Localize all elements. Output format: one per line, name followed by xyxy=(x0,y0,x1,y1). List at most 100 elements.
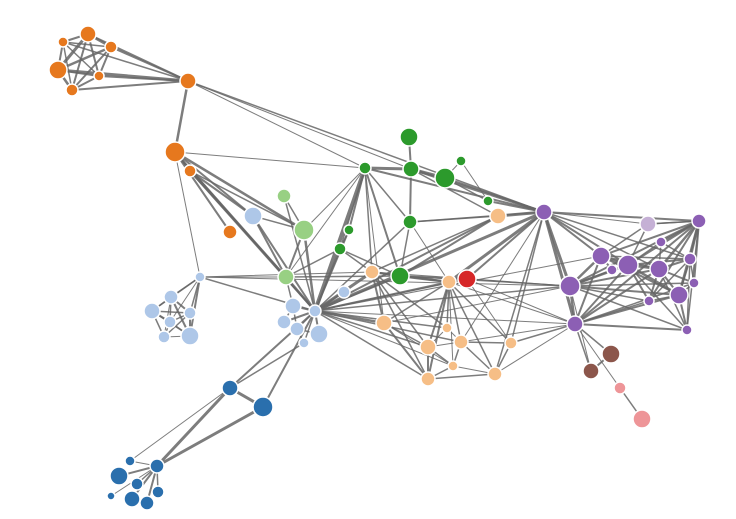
graph-node-purple[interactable] xyxy=(617,254,639,276)
graph-node-light-orange[interactable] xyxy=(364,264,380,280)
graph-edge xyxy=(371,271,429,380)
graph-node-light-green[interactable] xyxy=(293,219,315,241)
graph-node-dark-blue[interactable] xyxy=(139,495,155,511)
graph-node-purple[interactable] xyxy=(606,264,618,276)
graph-edge xyxy=(364,167,373,273)
graph-edge xyxy=(494,211,545,375)
graph-edge xyxy=(371,271,429,348)
graph-node-dark-blue[interactable] xyxy=(123,490,141,508)
graph-edge xyxy=(189,276,201,337)
graph-node-light-green[interactable] xyxy=(277,268,295,286)
graph-node-light-blue[interactable] xyxy=(163,315,177,329)
graph-node-green[interactable] xyxy=(402,160,420,178)
graph-node-light-orange[interactable] xyxy=(419,338,437,356)
graph-edge xyxy=(460,211,545,343)
graph-node-light-blue[interactable] xyxy=(157,330,171,344)
graph-edge xyxy=(542,210,577,326)
graph-edge xyxy=(314,310,429,380)
graph-node-orange[interactable] xyxy=(179,72,197,90)
graph-node-purple[interactable] xyxy=(669,285,689,305)
graph-node-green[interactable] xyxy=(333,242,347,256)
graph-node-green[interactable] xyxy=(343,224,355,236)
graph-node-green[interactable] xyxy=(455,155,467,167)
graph-edge xyxy=(600,255,691,260)
graph-edge xyxy=(543,211,649,225)
graph-node-pink[interactable] xyxy=(632,409,652,429)
graph-node-light-orange[interactable] xyxy=(487,366,503,382)
graph-node-orange[interactable] xyxy=(183,164,197,178)
graph-node-light-blue[interactable] xyxy=(276,314,292,330)
graph-node-green[interactable] xyxy=(434,167,456,189)
graph-node-orange[interactable] xyxy=(57,36,69,48)
graph-node-light-blue[interactable] xyxy=(180,326,200,346)
graph-node-green[interactable] xyxy=(390,266,410,286)
graph-node-light-blue[interactable] xyxy=(143,302,161,320)
graph-edge xyxy=(252,215,287,278)
graph-node-brown[interactable] xyxy=(582,362,600,380)
graph-node-dark-blue[interactable] xyxy=(109,466,129,486)
graph-node-light-orange[interactable] xyxy=(447,360,459,372)
graph-edge xyxy=(427,373,496,380)
graph-node-brown[interactable] xyxy=(601,344,621,364)
graph-node-green[interactable] xyxy=(402,214,418,230)
graph-edge xyxy=(383,281,450,324)
graph-node-light-blue[interactable] xyxy=(309,324,329,344)
graph-node-light-blue[interactable] xyxy=(308,304,322,318)
graph-node-orange[interactable] xyxy=(222,224,238,240)
graph-node-orange[interactable] xyxy=(104,40,118,54)
graph-node-orange[interactable] xyxy=(164,141,186,163)
graph-node-green[interactable] xyxy=(358,161,372,175)
graph-edge xyxy=(399,215,499,277)
graph-node-orange[interactable] xyxy=(79,25,97,43)
graph-node-dark-blue[interactable] xyxy=(130,477,144,491)
graph-node-light-blue[interactable] xyxy=(284,297,302,315)
graph-node-light-orange[interactable] xyxy=(420,371,436,387)
graph-node-purple[interactable] xyxy=(688,277,700,289)
graph-node-green[interactable] xyxy=(482,195,494,207)
graph-edge xyxy=(494,323,576,375)
graph-node-dark-blue[interactable] xyxy=(124,455,136,467)
graph-node-orange[interactable] xyxy=(93,70,105,82)
graph-node-light-orange[interactable] xyxy=(453,334,469,350)
graph-edge xyxy=(383,322,454,367)
graph-node-light-orange[interactable] xyxy=(441,322,453,334)
graph-node-dark-blue[interactable] xyxy=(149,458,165,474)
graph-node-dark-blue[interactable] xyxy=(151,485,165,499)
graph-node-light-blue[interactable] xyxy=(163,289,179,305)
graph-node-purple[interactable] xyxy=(566,315,584,333)
graph-node-purple[interactable] xyxy=(559,275,581,297)
graph-node-purple[interactable] xyxy=(655,236,667,248)
graph-node-light-orange[interactable] xyxy=(375,314,393,332)
graph-edge xyxy=(448,281,462,343)
graph-node-purple[interactable] xyxy=(683,252,697,266)
graph-node-red[interactable] xyxy=(457,269,477,289)
graph-node-light-blue[interactable] xyxy=(183,306,197,320)
graph-edge xyxy=(173,150,306,232)
graph-node-purple[interactable] xyxy=(591,246,611,266)
graph-node-purple[interactable] xyxy=(649,259,669,279)
graph-node-light-orange[interactable] xyxy=(504,336,518,350)
graph-edge xyxy=(313,166,367,313)
graph-node-light-orange[interactable] xyxy=(489,207,507,225)
graph-node-dark-blue[interactable] xyxy=(106,491,116,501)
graph-node-green[interactable] xyxy=(399,127,419,147)
graph-node-pink[interactable] xyxy=(613,381,627,395)
graph-node-dark-blue[interactable] xyxy=(221,379,239,397)
graph-node-purple[interactable] xyxy=(691,213,707,229)
graph-node-light-orange[interactable] xyxy=(441,274,457,290)
graph-node-light-blue[interactable] xyxy=(243,206,263,226)
graph-node-dark-blue[interactable] xyxy=(252,396,274,418)
graph-node-orange[interactable] xyxy=(65,83,79,97)
graph-node-lavender[interactable] xyxy=(639,215,657,233)
graph-node-orange[interactable] xyxy=(48,60,68,80)
graph-node-light-green[interactable] xyxy=(276,188,292,204)
graph-node-light-blue[interactable] xyxy=(298,337,310,349)
graph-node-light-blue[interactable] xyxy=(337,285,351,299)
graph-node-purple[interactable] xyxy=(643,295,655,307)
graph-node-purple[interactable] xyxy=(535,203,553,221)
graph-edge xyxy=(543,211,700,222)
graph-node-light-blue[interactable] xyxy=(194,271,206,283)
graph-node-light-blue[interactable] xyxy=(289,321,305,337)
graph-edge xyxy=(62,41,112,48)
graph-node-purple[interactable] xyxy=(681,324,693,336)
